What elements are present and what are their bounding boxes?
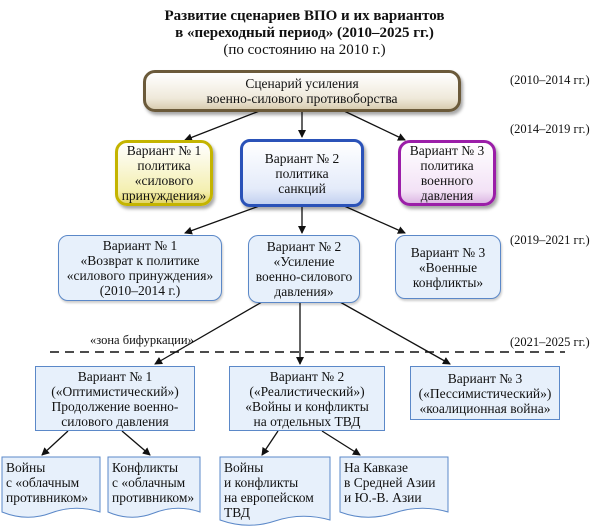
variant-line: «силового принуждения»: [66, 268, 214, 283]
diagram-title-line2: в «переходный период» (2010–2025 гг.): [175, 25, 434, 41]
level3-variant-2: Вариант № 2 («Реалистический») «Войны и …: [229, 366, 385, 431]
arrow-l3-out4: [321, 430, 361, 456]
variant-line: Вариант № 1: [77, 368, 153, 384]
outcome-line: На Кавказе: [344, 460, 408, 475]
outcome-line: Войны: [224, 460, 264, 475]
variant-line: («Реалистический»): [249, 383, 365, 399]
variant-line: Продолжение военно-: [51, 398, 179, 414]
variant-line: Вариант № 3: [410, 244, 486, 260]
variant-line: («Пессимистический»): [418, 385, 552, 401]
variant-line: военно-силового: [255, 269, 353, 284]
variant-line: на отдельных ТВД: [253, 413, 361, 429]
variant-line: Вариант № 1: [102, 238, 178, 253]
period-label-1: (2010–2014 гг.): [510, 73, 590, 87]
level3-variant-1: Вариант № 1 («Оптимистический») Продолже…: [35, 366, 195, 431]
variant-line: политика: [275, 165, 329, 181]
level1-variant-1: Вариант № 1 политика «силового принужден…: [115, 140, 213, 206]
outcome-shape-3: [219, 456, 331, 526]
variant-line: «Войны и конфликты: [245, 398, 369, 414]
variant-line: Вариант № 1: [126, 143, 202, 158]
outcome-line: в Средней Азии: [344, 475, 436, 490]
variant-line: конфликты»: [412, 274, 484, 290]
scenario-line: Сценарий усиления: [245, 76, 359, 91]
variant-line: силового давления: [61, 413, 169, 429]
arrow-l1-l2-v3: [341, 204, 406, 234]
level1-variant-3: Вариант № 3 политика военного давления: [398, 140, 496, 206]
variant-line: Вариант № 2: [269, 368, 345, 384]
variant-line: давления: [420, 188, 474, 203]
arrow-l3-out1: [41, 430, 69, 456]
level1-variant-2: Вариант № 2 политика санкций: [240, 139, 364, 207]
scenario-line: военно-силового противоборства: [206, 91, 398, 106]
variant-line: «коалиционная война»: [419, 400, 551, 416]
arrow-l2-l3-v3: [339, 301, 451, 365]
variant-line: политика: [137, 158, 191, 173]
variant-line: Вариант № 3: [447, 370, 523, 386]
variant-line: политика: [420, 158, 474, 173]
variant-line: Вариант № 3: [409, 143, 485, 158]
outcome-2: Конфликты с «облачным противником»: [112, 460, 200, 510]
variant-line: принуждения»: [121, 188, 207, 203]
variant-line: военного: [420, 173, 474, 188]
arrow-l3-out3: [261, 430, 279, 456]
outcome-line: с «облачным: [112, 475, 186, 490]
variant-line: «Возврат к политике: [80, 253, 200, 268]
outcome-line: с «облачным: [6, 475, 80, 490]
variant-line: давления»: [274, 284, 334, 299]
variant-line: «Военные: [418, 259, 478, 275]
outcome-line: ТВД: [224, 505, 250, 520]
outcome-line: и конфликты: [224, 475, 299, 490]
arrow-scenario-v3: [341, 109, 406, 141]
variant-line: «Усиление: [273, 254, 335, 269]
level2-variant-1: Вариант № 1 «Возврат к политике «силовог…: [58, 235, 222, 301]
bifurcation-zone-label: «зона бифуркации»: [90, 333, 194, 347]
outcome-shape-4: [339, 456, 449, 518]
arrow-l3-out2: [121, 430, 151, 456]
level2-variant-2: Вариант № 2 «Усиление военно-силового да…: [248, 235, 360, 303]
level2-variant-3: Вариант № 3 «Военные конфликты»: [395, 235, 501, 299]
period-label-3: (2019–2021 гг.): [510, 233, 590, 247]
arrow-l1-l2-v1: [184, 204, 263, 235]
outcome-line: и Ю.-В. Азии: [344, 490, 422, 505]
period-label-2: (2014–2019 гг.): [510, 122, 590, 136]
outcome-line: на европейском: [224, 490, 314, 505]
outcome-line: Конфликты: [112, 460, 179, 475]
outcome-line: Войны: [6, 460, 46, 475]
period-label-4: (2021–2025 гг.): [510, 335, 590, 349]
outcome-shape-1: [1, 456, 101, 518]
outcome-3: Войны и конфликты на европейском ТВД: [224, 460, 330, 520]
outcome-4: На Кавказе в Средней Азии и Ю.-В. Азии: [344, 460, 448, 510]
scenario-box: Сценарий усиления военно-силового против…: [143, 70, 461, 112]
outcome-line: противником»: [112, 490, 195, 505]
variant-line: санкций: [278, 180, 326, 196]
arrow-l2-l3-v1: [154, 301, 263, 365]
level3-variant-3: Вариант № 3 («Пессимистический») «коалиц…: [410, 366, 560, 420]
variant-line: Вариант № 2: [264, 150, 340, 166]
outcome-line: противником»: [6, 490, 89, 505]
arrow-scenario-v1: [184, 109, 263, 142]
variant-line: («Оптимистический»): [51, 383, 179, 399]
variant-line: Вариант № 2: [266, 239, 342, 254]
variant-line: «силового: [134, 173, 194, 188]
diagram-subtitle: (по состоянию на 2010 г.): [223, 42, 386, 58]
diagram-title-line1: Развитие сценариев ВПО и их вариантов: [164, 8, 445, 24]
outcome-1: Войны с «облачным противником»: [6, 460, 100, 510]
variant-line: (2010–2014 г.): [99, 283, 181, 298]
outcome-shape-2: [107, 456, 201, 518]
